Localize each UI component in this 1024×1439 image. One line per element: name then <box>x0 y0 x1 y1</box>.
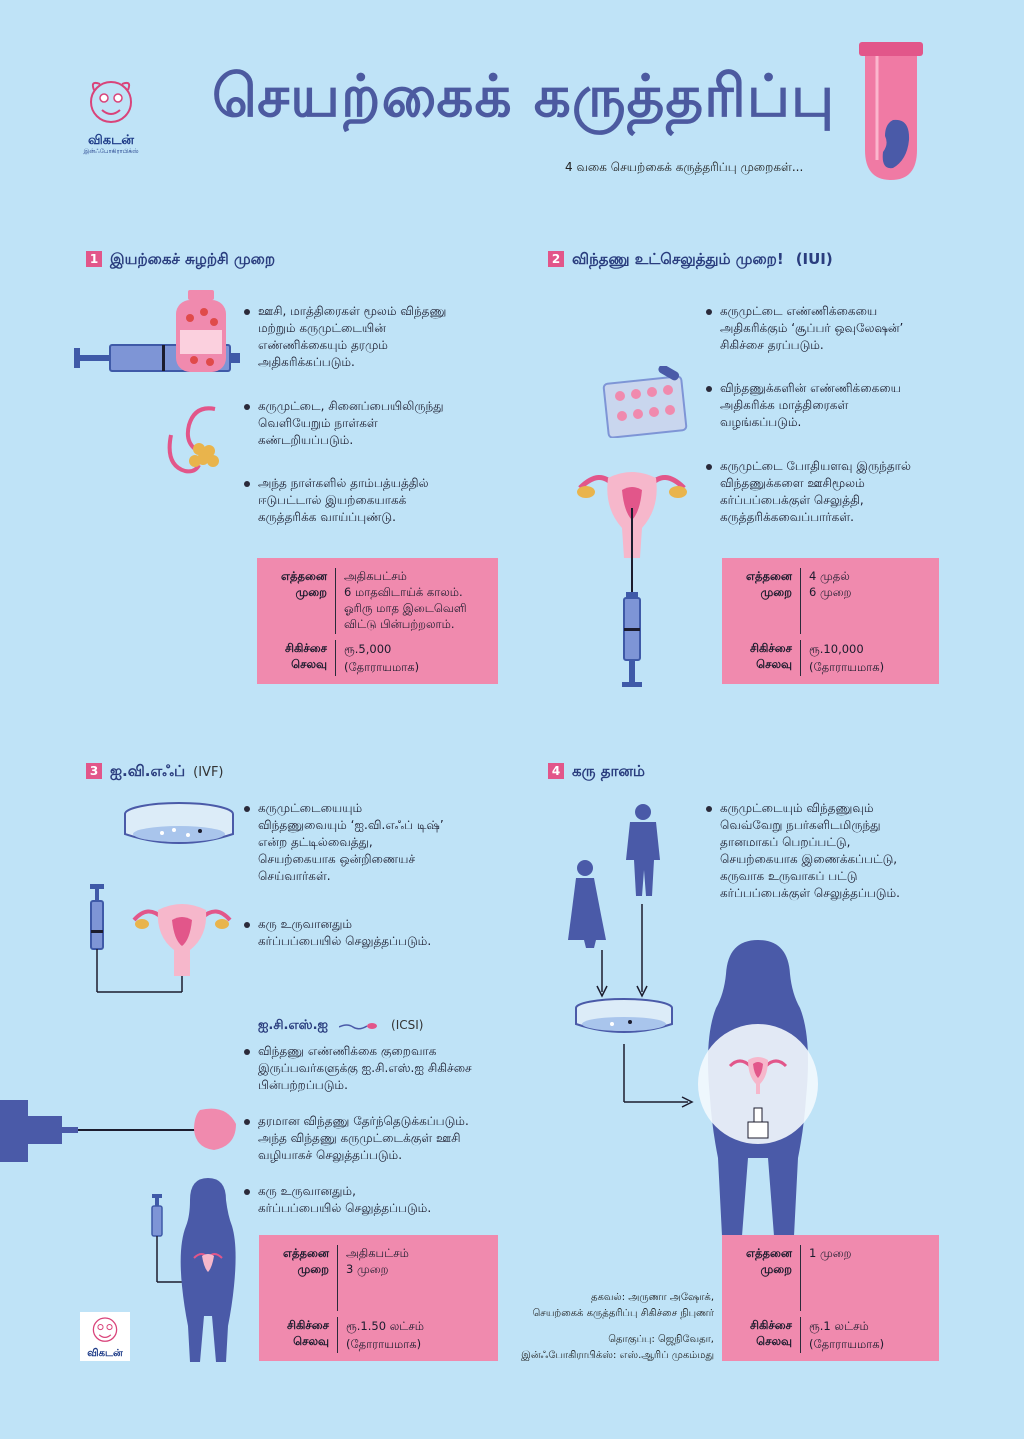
section2-bullet-3: கருமுட்டை போதியளவு இருந்தால் விந்தணுக்கள… <box>706 458 990 526</box>
uterus-syringe-illustration <box>577 472 687 687</box>
icsi-tag: (ICSI) <box>391 1018 424 1032</box>
section3-number: 3 <box>86 763 102 779</box>
page-title: செயற்கைக் கருத்தரிப்பு <box>212 62 836 130</box>
embryo-donation-illustration <box>568 804 694 1108</box>
credits: தகவல்: அருணா அஷோக், செயற்கைக் கருத்தரிப்… <box>470 1290 714 1364</box>
icsi-bullet-1: விந்தணு எண்ணிக்கை குறைவாக இருப்பவர்களுக்… <box>244 1043 528 1094</box>
icsi-heading: ஐ.சி.எஸ்.ஐ (ICSI) <box>258 1018 423 1034</box>
section4-cost-label: சிகிச்சை செலவு <box>749 1318 792 1348</box>
section4-times-value: 1 முறை <box>800 1245 851 1311</box>
section1-times-value: அதிகபட்சம் 6 மாதவிடாய்க் காலம். ஓரிரு மா… <box>335 568 467 634</box>
section2-bullet-2: விந்தணுக்களின் எண்ணிக்கையை அதிகரிக்க மாத… <box>706 380 990 431</box>
section4-number: 4 <box>548 763 564 779</box>
section3-times-value: அதிகபட்சம் 3 முறை <box>337 1245 409 1311</box>
footer-logo: விகடன் <box>80 1312 130 1361</box>
section2-times-label: எத்தனை முறை <box>746 569 792 599</box>
petri-dish-icon <box>124 802 234 844</box>
section4-info-box: எத்தனை முறை 1 முறை சிகிச்சை செலவு ரூ.1 ல… <box>722 1235 939 1361</box>
section1-heading: 1 இயற்கைச் சுழற்சி முறை <box>86 250 275 270</box>
section2-times-value: 4 முதல் 6 முறை <box>800 568 851 634</box>
section1-cost-value: ரூ.5,000 (தோராயமாக) <box>335 640 419 676</box>
section3-bullet-1: கருமுட்டையையும் விந்தணுவையும் ‘ஐ.வி.எஃப்… <box>244 800 528 885</box>
icsi-title: ஐ.சி.எஸ்.ஐ <box>258 1018 328 1033</box>
section2-bullet-1: கருமுட்டை எண்ணிக்கையை அதிகரிக்கும் ‘சூப்… <box>706 303 990 354</box>
section1-times-label: எத்தனை முறை <box>281 569 327 599</box>
footer-mascot-icon <box>92 1317 118 1342</box>
section4-heading: 4 கரு தானம் <box>548 762 645 782</box>
section1-bullet-3: அந்த நாள்களில் தாம்பத்யத்தில் ஈடுபட்டால்… <box>244 475 528 526</box>
section3-title: ஐ.வி.எஃப் <box>110 762 186 780</box>
section2-title: விந்தணு உட்செலுத்தும் முறை! <box>572 250 784 268</box>
icsi-bullet-3: கரு உருவானதும், கர்ப்பப்பையில் செலுத்தப்… <box>244 1183 528 1217</box>
woman-figure-ivf-illustration <box>151 1178 236 1362</box>
section3-bullet-2: கரு உருவானதும் கர்ப்பப்பையில் செலுத்தப்ப… <box>244 916 528 950</box>
section2-cost-label: சிகிச்சை செலவு <box>749 641 792 671</box>
page-subtitle: 4 வகை செயற்கைக் கருத்தரிப்பு முறைகள்... <box>565 160 804 174</box>
section2-heading: 2 விந்தணு உட்செலுத்தும் முறை! (IUI) <box>548 250 833 270</box>
section4-title: கரு தானம் <box>572 762 645 780</box>
vikatan-logo: விகடன் இன்ஃபோகிராபிக்ஸ் <box>80 72 142 156</box>
section2-info-box: எத்தனை முறை 4 முதல் 6 முறை சிகிச்சை செலவ… <box>722 558 939 684</box>
section3-times-label: எத்தனை முறை <box>283 1246 329 1276</box>
credits-line-2: செயற்கைக் கருத்தரிப்பு சிகிச்சை நிபுணர் <box>532 1308 715 1319</box>
logo-sub-text: இன்ஃபோகிராபிக்ஸ் <box>83 148 139 155</box>
section1-title: இயற்கைச் சுழற்சி முறை <box>110 250 276 268</box>
section2-cost-value: ரூ.10,000 (தோராயமாக) <box>800 640 884 676</box>
section3-info-box: எத்தனை முறை அதிகபட்சம் 3 முறை சிகிச்சை ச… <box>259 1235 498 1361</box>
section4-times-label: எத்தனை முறை <box>746 1246 792 1276</box>
section1-bullet-2: கருமுட்டை, சினைப்பையிலிருந்து வெளியேறும்… <box>244 398 528 449</box>
ovary-tube-icon <box>167 406 219 474</box>
logo-brand-text: விகடன் <box>87 133 135 148</box>
pill-blister-icon <box>602 366 688 438</box>
syringe-pills-illustration <box>74 290 240 372</box>
mascot-face-icon <box>90 81 132 123</box>
woman-figure-donation-illustration <box>698 940 818 1236</box>
test-tube-icon <box>859 42 923 180</box>
section2-number: 2 <box>548 251 564 267</box>
section4-bullet-1: கருமுட்டையும் விந்தணுவும் வெவ்வேறு நபர்க… <box>706 800 990 902</box>
section1-info-box: எத்தனை முறை அதிகபட்சம் 6 மாதவிடாய்க் கால… <box>257 558 498 684</box>
section1-bullet-1: ஊசி, மாத்திரைகள் மூலம் விந்தணு மற்றும் க… <box>244 303 528 371</box>
section1-cost-label: சிகிச்சை செலவு <box>284 641 327 671</box>
icsi-bullet-2: தரமான விந்தணு தேர்ந்தெடுக்கப்படும். அந்த… <box>244 1113 528 1164</box>
section3-heading: 3 ஐ.வி.எஃப் (IVF) <box>86 762 224 782</box>
credits-line-4: இன்ஃபோகிராபிக்ஸ்: எஸ்.ஆரிப் முகம்மது <box>521 1350 714 1361</box>
section3-tag: (IVF) <box>193 765 224 780</box>
section1-number: 1 <box>86 251 102 267</box>
sperm-icon <box>338 1022 377 1029</box>
credits-line-3: தொகுப்பு: ஜெநிவேதா, <box>608 1334 714 1345</box>
footer-logo-text: விகடன் <box>87 1348 123 1359</box>
credits-line-1: தகவல்: அருணா அஷோக், <box>590 1292 714 1303</box>
section3-cost-value: ரூ.1.50 லட்சம் (தோராயமாக) <box>337 1317 424 1353</box>
ivf-syringe-uterus-illustration <box>90 884 232 993</box>
section3-cost-label: சிகிச்சை செலவு <box>286 1318 329 1348</box>
icsi-needle-egg-illustration <box>0 1100 236 1162</box>
section4-cost-value: ரூ.1 லட்சம் (தோராயமாக) <box>800 1317 884 1353</box>
section2-tag: (IUI) <box>795 250 833 268</box>
